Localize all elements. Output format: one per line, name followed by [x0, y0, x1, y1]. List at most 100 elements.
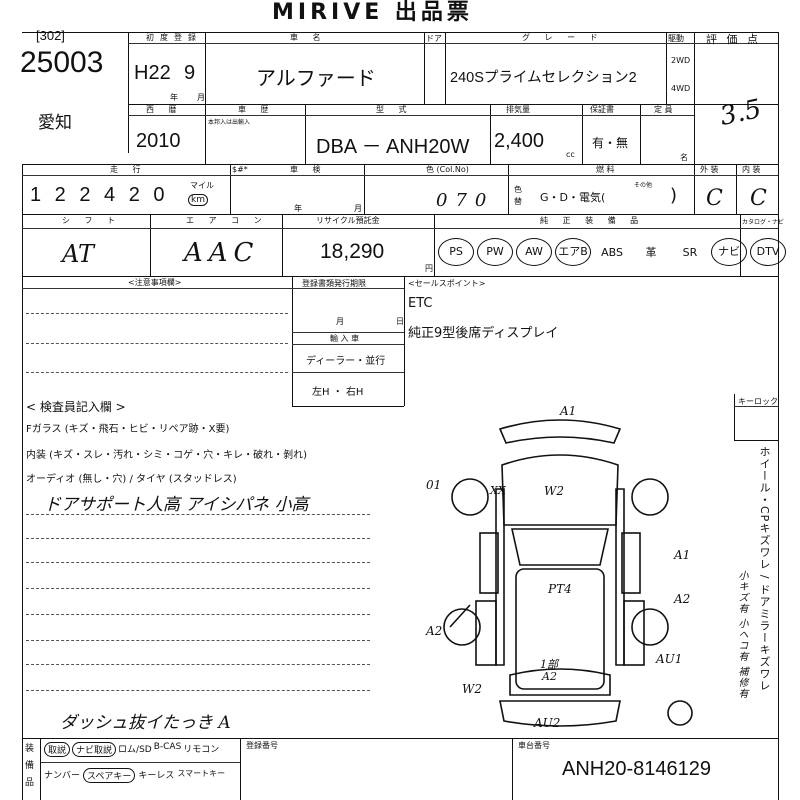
mark-au2: AU2: [534, 716, 561, 730]
sales-point-1: ETC: [408, 296, 433, 311]
reg-deadline-label: 登録書類発行期限: [302, 279, 366, 288]
sheet-title: MIRIVE 出品票: [272, 0, 473, 25]
region: 愛知: [38, 113, 72, 133]
opt-bcas: B-CAS: [153, 742, 182, 752]
month-unit: 月: [197, 93, 205, 102]
inspection-label: 車 検: [290, 165, 327, 174]
opt-manual: 取説: [44, 742, 71, 757]
mile-unit: マイル: [190, 181, 214, 190]
lot-number: 25003: [20, 46, 104, 79]
history-label: 車 歴: [238, 105, 275, 114]
inspector-title: < 検査員記入欄 >: [26, 400, 126, 414]
options-row-2: ナンバー スペアキー キーレス スマートキー: [44, 768, 225, 783]
remarks-label: <注意事項欄>: [128, 278, 182, 287]
rear-bumper: [499, 700, 621, 727]
history-note: 本邦入は出輸入: [208, 119, 251, 126]
chassis-label: 車台番号: [518, 741, 550, 750]
opt-keyless: キーレス: [138, 771, 175, 781]
mark-left-rear: A2: [426, 624, 443, 638]
rear-right-door: [623, 600, 645, 666]
equip-abs: ABS: [601, 245, 623, 259]
glass-line: Fガラス (キズ・飛石・ヒビ・リペア跡・X要): [26, 424, 230, 435]
aircon-value: AAC: [184, 238, 260, 268]
displacement-label: 排気量: [506, 105, 530, 114]
interior-line: 内装 (キズ・スレ・汚れ・シミ・コゲ・穴・キレ・破れ・剝れ): [26, 450, 307, 461]
fuel-other: その他: [634, 182, 653, 189]
capacity-unit: 名: [680, 153, 688, 162]
inspection-year-unit: 年: [294, 204, 302, 213]
warranty-value: 有・無: [592, 136, 629, 150]
mark-a2-rear: A2: [542, 670, 557, 683]
mileage-value: 1 2 2 4 2 0: [30, 184, 169, 206]
sales-label: <セールスポイント>: [408, 279, 486, 288]
rating-label: 評 価 点: [706, 33, 761, 46]
exterior-grade: C: [706, 186, 723, 211]
drive-4wd: 4WD: [671, 84, 691, 93]
equip-aw: AW: [516, 238, 552, 266]
rear-left-wheel: [443, 608, 481, 646]
recycle-unit: 円: [425, 264, 433, 273]
mileage-label: 走 行: [110, 165, 147, 174]
mark-right-door: A1: [674, 548, 691, 562]
keylock-label: キーロック: [738, 397, 778, 406]
grade-label: グ レ ー ド: [522, 33, 604, 42]
first-reg-label: 初度登録: [146, 33, 202, 42]
shift-label: シ フ ト: [62, 216, 122, 225]
roof: [515, 568, 605, 690]
front-right-wheel: [631, 478, 669, 516]
fuel-label: 燃 料: [596, 165, 615, 174]
grade-value: 240Sプライムセレクション2: [450, 70, 637, 86]
catalog-label: カタログ・ナビ: [742, 219, 785, 226]
equip-sunroof: SR: [682, 245, 698, 259]
opt-smart-key: スマートキー: [177, 769, 226, 778]
exterior-label: 外 装: [700, 165, 719, 174]
rating-value: 3.5: [717, 94, 765, 132]
bar-label: $#*: [232, 165, 248, 174]
type-value: DBA － ANH20W: [316, 136, 470, 158]
seireki-value: 2010: [136, 130, 181, 152]
audio-line: オーディオ (無し・穴) / タイヤ (スタッドレス): [26, 474, 237, 485]
spare-tire: [667, 700, 693, 726]
lot-tag: [302]: [36, 28, 65, 43]
front-bumper: [498, 419, 622, 444]
rear-left-door: [475, 600, 497, 666]
equipment-list: PS PW AW エアB ABS 革 SR ナビ DTV: [438, 238, 786, 266]
equip-airbag: エアB: [555, 238, 591, 266]
shift-value: AT: [62, 240, 95, 268]
type-label: 型 式: [376, 105, 413, 114]
opt-spare-key: スペアキー: [83, 768, 136, 783]
opt-rom-sd: ロム/SD: [118, 745, 152, 755]
mark-01: 01: [426, 478, 442, 492]
mark-right-rear: A2: [674, 592, 691, 606]
chassis-number: ANH20-8146129: [562, 758, 711, 780]
mark-w2-rear: W2: [462, 682, 482, 696]
first-reg-month: 9: [184, 62, 196, 84]
handwritten-note-1: ドアサポート人高 アイシパネ 小高: [44, 495, 309, 515]
car-diagram: [443, 419, 693, 727]
equipment-category: 装備品: [25, 744, 35, 788]
front-left-door: [479, 532, 499, 594]
mark-front: A1: [560, 404, 577, 418]
displacement-unit: cc: [566, 150, 575, 159]
warranty-label: 保証書: [590, 105, 614, 114]
hood: [501, 454, 619, 526]
recycle-label: リサイクル預託金: [316, 216, 380, 225]
options-row-1: 取説 ナビ取説 ロム/SD B-CAS リモコン: [44, 742, 219, 757]
interior-label: 内 装: [742, 165, 761, 174]
drive-label: 駆動: [668, 34, 684, 43]
inspection-month-unit: 月: [354, 204, 362, 213]
reg-day-unit: 日: [396, 317, 404, 326]
fuel-close: ): [670, 185, 678, 206]
color-value: 070: [436, 190, 495, 211]
mark-roof: PT4: [548, 582, 572, 596]
equipment-label: 純 正 装 備 品: [540, 216, 645, 225]
equip-navi: ナビ: [711, 238, 747, 266]
mark-hood: W2: [544, 484, 564, 498]
handwritten-note-2: ダッシュ抜イたっき A: [60, 713, 231, 733]
color-change: 色替: [514, 185, 522, 206]
mark-au1: AU1: [656, 652, 683, 666]
aircon-label: エ ア コ ン: [186, 216, 268, 225]
door-label: ドア: [426, 34, 442, 43]
capacity-label: 定 員: [654, 105, 673, 114]
mark-xx: XX: [490, 484, 506, 497]
